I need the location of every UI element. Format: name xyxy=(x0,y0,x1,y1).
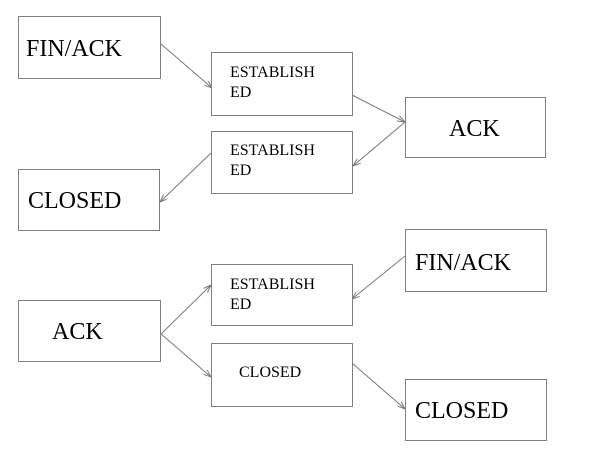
node-closed-2: CLOSED xyxy=(211,343,353,407)
edge-ack1-to-established2 xyxy=(353,121,406,166)
node-established-1: ESTABLISH ED xyxy=(211,52,353,116)
node-established-2: ESTABLISH ED xyxy=(211,131,353,194)
node-fin-ack-2: FIN/ACK xyxy=(405,229,547,292)
edge-finack2-to-established3 xyxy=(352,255,406,299)
edge-closed2-to-closed3 xyxy=(351,362,405,409)
node-fin-ack-1: FIN/ACK xyxy=(18,16,161,79)
node-label: ACK xyxy=(52,319,103,345)
node-label: ACK xyxy=(449,116,500,142)
node-ack-2: ACK xyxy=(18,300,161,362)
edge-ack2-to-established3 xyxy=(160,285,211,335)
node-established-3: ESTABLISH ED xyxy=(211,264,353,326)
edge-established1-to-ack1 xyxy=(351,94,405,122)
node-label: CLOSED xyxy=(415,398,509,424)
node-label: FIN/ACK xyxy=(415,250,512,276)
edge-established2-to-closed1 xyxy=(160,152,212,202)
node-label: ESTABLISH ED xyxy=(230,142,315,179)
edge-finack1-to-established1 xyxy=(160,43,212,88)
node-label: CLOSED xyxy=(239,364,302,381)
node-label: ESTABLISH ED xyxy=(230,64,315,101)
node-label: CLOSED xyxy=(28,188,122,214)
node-closed-1: CLOSED xyxy=(18,169,160,231)
edge-ack2-to-closed2 xyxy=(160,333,211,377)
node-ack-1: ACK xyxy=(405,97,546,158)
node-label: FIN/ACK xyxy=(26,36,123,62)
node-label: ESTABLISH ED xyxy=(230,276,315,313)
node-closed-3: CLOSED xyxy=(405,379,547,441)
